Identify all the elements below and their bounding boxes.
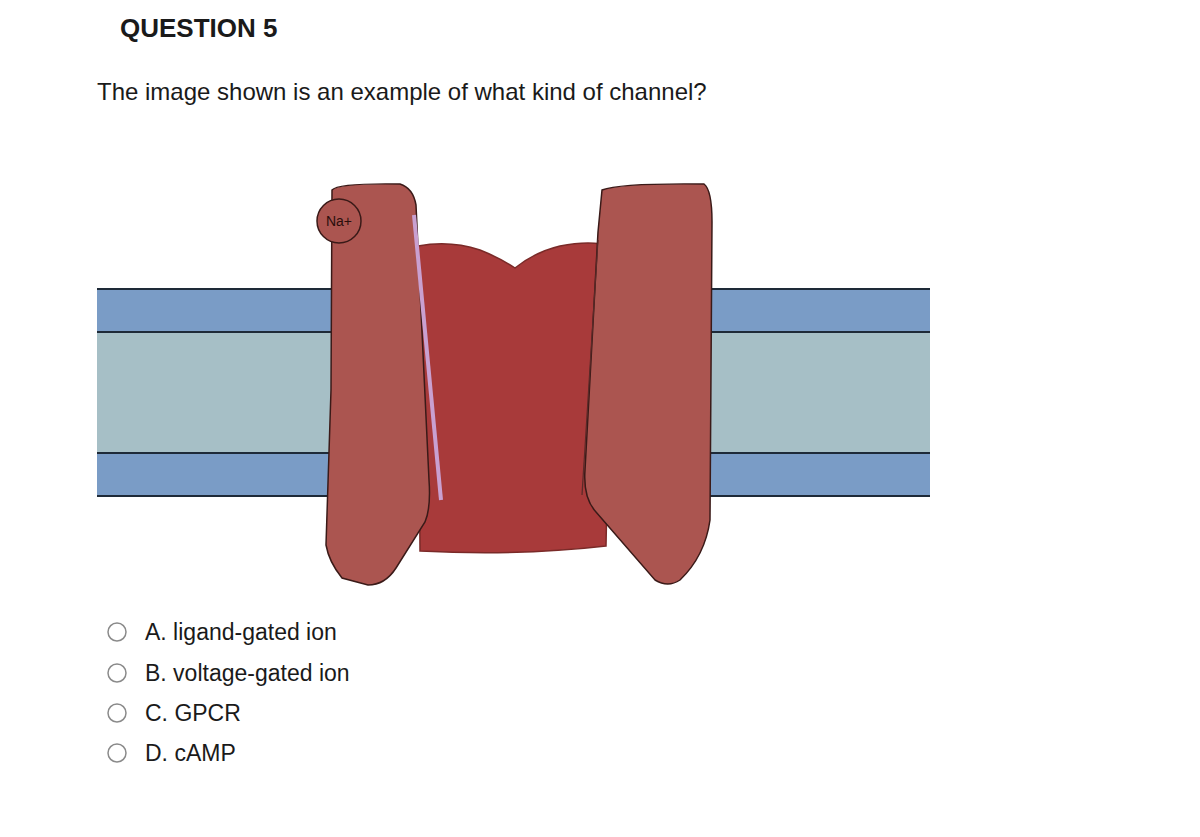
channel-pore	[418, 243, 612, 553]
question-text: The image shown is an example of what ki…	[97, 78, 707, 106]
answer-option: D. cAMP	[145, 740, 236, 767]
subunit-edge	[414, 215, 441, 500]
radio-buttons	[108, 623, 126, 762]
answer-option: A. ligand-gated ion	[145, 619, 337, 646]
channel-subunit	[326, 184, 430, 585]
channel-subunit	[585, 184, 712, 584]
ion-circle-outline	[317, 199, 361, 243]
question-heading: QUESTION 5	[120, 13, 277, 44]
answer-option: B. voltage-gated ion	[145, 660, 350, 687]
ion-label: Na+	[326, 213, 352, 229]
ion-circle: Na+	[315, 197, 363, 245]
subunit-edge	[582, 240, 598, 495]
answer-option: C. GPCR	[145, 700, 241, 727]
